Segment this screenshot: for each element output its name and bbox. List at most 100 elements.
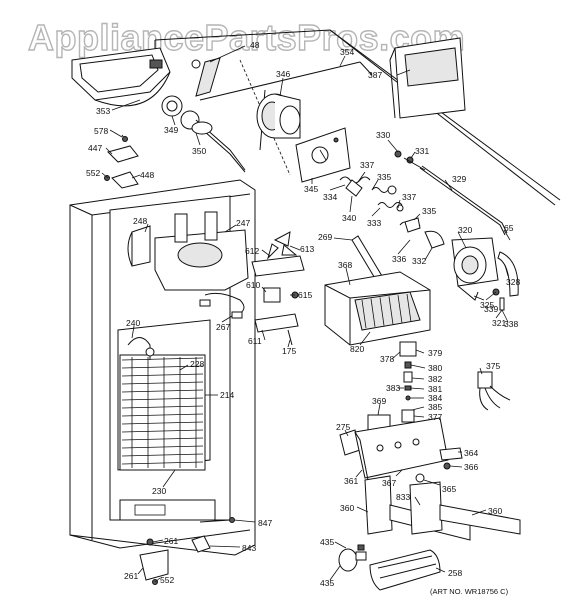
ice-mold-rib <box>361 299 367 329</box>
ice-mold-rib <box>406 293 412 323</box>
callout-330: 330 <box>376 130 390 140</box>
callout-337-upper: 337 <box>360 160 374 170</box>
ice-mold-rib <box>388 296 394 325</box>
fan-motor-assembly <box>127 211 249 291</box>
callout-361: 361 <box>344 476 358 486</box>
callout-261-lower: 261 <box>124 571 138 581</box>
callout-613: 613 <box>300 244 314 254</box>
callout-379: 379 <box>428 348 442 358</box>
auger-blade <box>191 57 221 97</box>
callout-385: 385 <box>428 402 442 412</box>
mount-hole <box>394 441 402 449</box>
callout-366: 366 <box>464 462 478 472</box>
callout-353: 353 <box>96 106 110 116</box>
ice-bucket <box>71 47 171 107</box>
callout-240: 240 <box>126 318 140 328</box>
callout-65: 65 <box>504 223 514 233</box>
callout-258: 258 <box>448 568 462 578</box>
callout-375: 375 <box>486 361 500 371</box>
callout-335-upper: 335 <box>377 172 391 182</box>
callout-847: 847 <box>258 518 272 528</box>
auger-assembly <box>161 95 246 173</box>
callout-382: 382 <box>428 374 442 384</box>
callout-364: 364 <box>464 448 478 458</box>
callout-378: 378 <box>380 354 394 364</box>
callout-447: 447 <box>88 143 102 153</box>
callout-843: 843 <box>242 543 256 553</box>
callout-338: 338 <box>504 319 518 329</box>
callout-833: 833 <box>396 492 410 502</box>
auger-motor <box>256 93 301 139</box>
wire-harness <box>477 371 511 411</box>
motor-mount-plate <box>295 127 351 183</box>
callout-332: 332 <box>412 256 426 266</box>
callout-320: 320 <box>458 225 472 235</box>
springs-and-levers <box>339 176 445 249</box>
coil-fin <box>121 445 204 449</box>
callout-336: 336 <box>392 254 406 264</box>
callout-448: 448 <box>140 170 154 180</box>
coil-fin <box>121 365 204 369</box>
lower-left-hardware <box>139 517 235 585</box>
pivot-pins <box>415 447 463 483</box>
ice-mold-rib <box>397 295 403 324</box>
callout-578: 578 <box>94 126 108 136</box>
callout-248: 248 <box>133 216 147 226</box>
defrost-tube <box>127 337 151 360</box>
callout-381: 381 <box>428 384 442 394</box>
callout-369: 369 <box>372 396 386 406</box>
callout-354: 354 <box>340 47 354 57</box>
callout-48: 48 <box>250 40 260 50</box>
coil-fin <box>121 373 204 377</box>
callout-247: 247 <box>236 218 250 228</box>
coil-fin <box>121 405 204 409</box>
callout-321: 321 <box>492 318 506 328</box>
callout-269: 269 <box>318 232 332 242</box>
callout-435-lower: 435 <box>320 578 334 588</box>
slide-rails <box>364 475 521 541</box>
callout-380: 380 <box>428 363 442 373</box>
callout-435-upper: 435 <box>320 537 334 547</box>
callout-228: 228 <box>190 359 204 369</box>
callout-328: 328 <box>506 277 520 287</box>
callout-331: 331 <box>415 146 429 156</box>
lamp-cover <box>369 549 441 591</box>
callout-325: 325 <box>480 300 494 310</box>
callout-337-lower: 337 <box>402 192 416 202</box>
callout-612: 612 <box>245 246 259 256</box>
coil-fin <box>121 357 204 361</box>
coil-fin <box>121 381 204 385</box>
mount-hole <box>412 438 420 446</box>
callout-214: 214 <box>220 390 234 400</box>
coil-fin <box>121 461 204 465</box>
callout-345: 345 <box>304 184 318 194</box>
coil-fin <box>121 421 204 425</box>
callout-610: 610 <box>246 280 260 290</box>
callout-340: 340 <box>342 213 356 223</box>
callout-267: 267 <box>216 322 230 332</box>
coil-fin <box>121 413 204 417</box>
callout-261-upper: 261 <box>164 536 178 546</box>
callout-339: 339 <box>484 304 498 314</box>
callout-275: 275 <box>336 422 350 432</box>
coil-fin <box>121 453 204 457</box>
callout-175: 175 <box>282 346 296 356</box>
callout-346: 346 <box>276 69 290 79</box>
solenoid-stack <box>399 341 417 423</box>
callout-365: 365 <box>442 484 456 494</box>
art-number: (ART NO. WR18756 C) <box>430 587 509 596</box>
ice-maker-assembly <box>324 271 431 346</box>
callout-552-lower: 552 <box>160 575 174 585</box>
callout-350: 350 <box>192 146 206 156</box>
coil-fin <box>121 437 204 441</box>
callout-360-right: 360 <box>488 506 502 516</box>
mount-hole <box>376 444 384 452</box>
watermark-text: AppliancePartsPros.com <box>28 17 465 58</box>
callout-552-upper: 552 <box>86 168 100 178</box>
callout-335-lower: 335 <box>422 206 436 216</box>
callout-367: 367 <box>382 478 396 488</box>
callout-820: 820 <box>350 344 364 354</box>
dispenser-housing <box>389 37 466 119</box>
callout-349: 349 <box>164 125 178 135</box>
